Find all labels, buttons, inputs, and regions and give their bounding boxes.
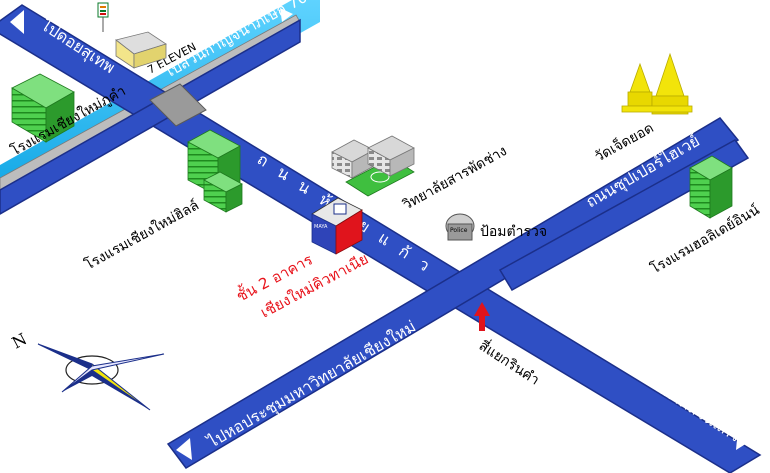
- label-police-box: ป้อมตำรวจ: [480, 224, 547, 240]
- seven-eleven-store-icon: [97, 2, 167, 69]
- destination-logo: MAYA: [314, 224, 328, 230]
- compass-rose-icon: N: [9, 329, 165, 411]
- arrow-up-icon: [474, 302, 490, 331]
- police-box-sign: Police: [450, 227, 468, 234]
- college-building-icon: [331, 135, 415, 197]
- label-college: วิทยาลัยสารพัดช่าง: [400, 143, 510, 213]
- arrow-right-icon: [736, 428, 752, 450]
- label-hotel-left: โรงแรมเชียงใหม่ฮิลล์: [82, 197, 202, 274]
- arrow-left-icon: [10, 10, 24, 34]
- road-label-to-convention: ไปหอประชุมมหาวิทยาลัยเชียงใหม่: [203, 317, 420, 454]
- road-super-highway: [166, 117, 740, 469]
- temple-pagoda-icon: [621, 52, 693, 115]
- roads: [0, 4, 762, 473]
- hotel-building-icon: [187, 129, 243, 213]
- hotel-building-icon: [689, 155, 733, 219]
- destination-building-icon: MAYA: [311, 197, 363, 255]
- road-branch-right: [498, 139, 750, 292]
- road-canal: [0, 18, 301, 215]
- police-box-icon: Police: [445, 213, 475, 241]
- arrow-left-icon: [176, 438, 192, 460]
- canal-bridge: [149, 83, 207, 127]
- compass-north-letter: N: [9, 329, 30, 352]
- hotel-building-icon: [11, 73, 75, 143]
- road-arrows: [10, 8, 752, 460]
- arrow-right-icon: [280, 8, 293, 22]
